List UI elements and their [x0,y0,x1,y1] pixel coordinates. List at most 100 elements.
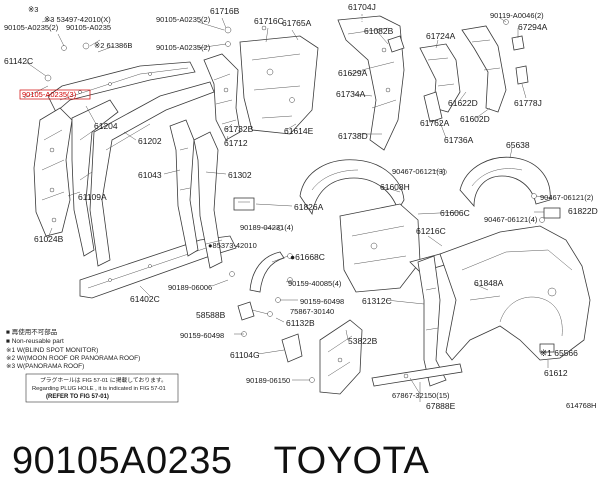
label-61822d: 61822D [568,206,598,216]
note-line-3: (REFER TO FIG 57-01) [46,394,109,400]
label-61736a: 61736A [444,135,474,145]
label-61082b: 61082B [364,26,394,36]
label-61142c: 61142C [4,56,33,66]
label-90467-06121-4: 90467-06121(4) [484,215,538,224]
label-90467-06121-3: 90467-06121(3) [392,167,446,176]
part-61109a-front-pillar-inner[interactable] [71,99,119,257]
note-line-1: プラグホールは FIG 57-01 に掲載しております。 [40,376,167,384]
part-61608h-wheelhouse-outer[interactable] [299,159,405,216]
leader-lines [23,14,553,402]
part-61082b-bracket[interactable] [387,35,405,53]
part-61612-side-panel-outer[interactable] [439,225,591,361]
plug-hole-note: プラグホールは FIG 57-01 に掲載しております。 Regarding P… [25,373,179,403]
part-61312c-center-pillar-outer[interactable] [417,255,447,387]
label-90159-60498b: 90159-60498 [180,331,224,340]
label-61302: 61302 [228,170,252,180]
legend: ■ 再使用不可部品 ■ Non-reusable part ※1 W(BLIND… [6,327,140,370]
label-61734a: 61734A [336,89,366,99]
label-90467-06121-2: 90467-06121(2) [540,193,594,202]
label-61622d: 61622D [448,98,478,108]
label-90105-a0235-2b: 90105-A0235(2) [156,15,211,24]
label-90105-a0235-2c: 90105-A0235(2) [156,43,211,52]
part-65566-sensor[interactable] [539,343,555,353]
label-61848a: 61848A [474,278,504,288]
label-61716b: 61716B [210,6,240,16]
label-61762a: 61762A [420,118,450,128]
part-61762a-bracket[interactable] [423,91,443,123]
part-61043-center-pillar-reinforcement[interactable] [169,119,199,257]
label-61104g: 61104G [230,350,260,360]
label-90189-06150: 90189-06150 [246,376,290,385]
label-61386b: ※2 61386B [94,41,132,50]
parts-diagram: ※3 ※3 53497-42010(X) 90105-A0235(2) 9010… [4,2,598,411]
label-67294a: 67294A [518,22,548,32]
legend-line-5: ※3 W(PANORAMA ROOF) [6,363,84,370]
label-90105-a0235-2a: 90105-A0235(2) [4,23,59,32]
label-61738d: 61738D [338,131,368,141]
part-61602d-gutter[interactable] [461,25,507,113]
part-67888e-rocker-moulding[interactable] [371,363,463,387]
label-61606c: 61606C [440,208,470,218]
label-61602d: 61602D [460,114,490,124]
legend-line-2: ■ Non-reusable part [6,338,64,345]
part-61302-center-pillar-inner[interactable] [193,131,223,269]
label-61732b: 61732B [224,124,254,134]
part-61606c-wheelhouse-inner[interactable] [339,203,421,293]
label-65638: 65638 [506,140,530,150]
label-53822b: 53822B [348,336,378,346]
part-61704j-quarter-window-frame[interactable] [337,15,405,151]
label-61614e: 61614E [284,126,314,136]
label-61712: 61712 [224,138,248,148]
legend-line-1: ■ 再使用不可部品 [6,327,57,336]
label-65566: ※1 65566 [540,348,578,358]
part-61104g-pillar-panel[interactable] [281,333,303,363]
label-75867: 75867-30140 [290,307,334,316]
label-61216c: 61216C [416,226,446,236]
caption-brand: TOYOTA [273,440,430,482]
part-61822d-plate[interactable] [543,207,561,219]
label-61716c: 61716C [254,16,284,26]
part-caption: 90105A0235 TOYOTA [12,436,592,486]
part-58588b-bracket[interactable] [237,301,255,321]
part-67294a-clip[interactable] [511,35,525,51]
legend-line-3: ※1 W(BLIND SPOT MONITOR) [6,347,98,354]
label-90189-04231: 90189-04231(4) [240,223,294,232]
label-61024b: 61024B [34,234,64,244]
part-65638-wheelhouse-liner[interactable] [459,156,551,208]
part-61732b-quarter-panel-inner[interactable] [239,35,319,135]
part-61826a-bracket[interactable] [233,197,255,211]
label-58588b: 58588B [196,310,226,320]
label-61612: 61612 [544,368,568,378]
label-67888e: 67888E [426,401,456,411]
part-61712-quarter-pillar[interactable] [203,53,241,141]
label-90105-a0235: 90105-A0235 [66,23,111,32]
label-61724a: 61724A [426,31,456,41]
label-90159-60498a: 90159-60498 [300,297,344,306]
label-90105-a0235-highlight: 90105-A0235(3) [22,90,77,99]
label-61132b: 61132B [286,318,315,328]
part-61724a-panel[interactable] [419,43,461,113]
label-90159-40085: 90159-40085(4) [288,279,342,288]
part-53822b-front-pillar-lower-outer[interactable] [319,319,363,395]
label-61202: 61202 [138,136,162,146]
label-90189-06006: 90189-06006 [168,283,212,292]
part-61202-front-pillar-outer[interactable] [89,81,215,267]
label-61826a: 61826A [294,202,324,212]
part-61778j-bracket[interactable] [515,65,529,85]
legend-line-4: ※2 W/(MOON ROOF OR PANORAMA ROOF) [6,355,140,362]
label-61142c-header: ※3 [28,5,38,14]
label-85373: ●85373-42010 [208,241,257,250]
label-diagram-id: 614768H [566,401,596,410]
part-61668c-wheelhouse-extension[interactable] [249,251,285,293]
label-61778j: 61778J [514,98,542,108]
label-61043: 61043 [138,170,162,180]
part-61204-roof-side-rail[interactable] [47,61,196,113]
label-90119: 90119-A0046(2) [490,11,544,20]
highlight-box [19,89,91,100]
label-61668c: ●61668C [290,252,325,262]
label-53497: ※3 53497-42010(X) [44,15,111,24]
label-61704j: 61704J [348,2,376,12]
part-61024b-front-pillar-lower[interactable] [33,107,73,237]
note-line-2: Regarding PLUG HOLE , it is indicated in… [32,386,166,392]
label-61204: 61204 [94,121,118,131]
